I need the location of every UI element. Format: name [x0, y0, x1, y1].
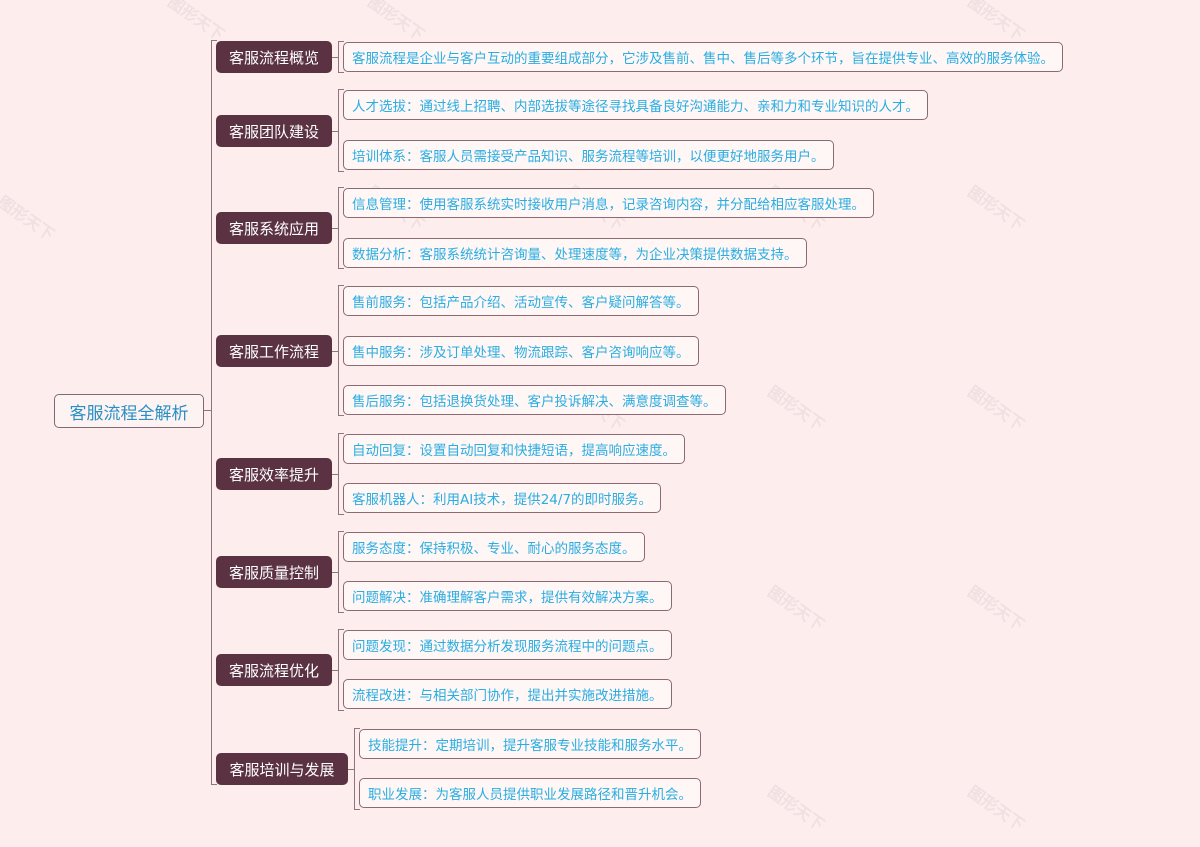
branch-efficiency[interactable]: 客服效率提升	[216, 458, 332, 490]
leaf-node[interactable]: 售中服务：涉及订单处理、物流跟踪、客户咨询响应等。	[343, 336, 699, 366]
branch-bracket	[354, 728, 360, 810]
branch-bracket	[338, 285, 344, 416]
leaf-node[interactable]: 数据分析：客服系统统计咨询量、处理速度等，为企业决策提供数据支持。	[343, 238, 807, 268]
leaf-node[interactable]: 问题解决：准确理解客户需求，提供有效解决方案。	[343, 581, 672, 611]
connector	[332, 131, 338, 132]
connector	[332, 228, 338, 229]
watermark: 图形天下	[764, 782, 828, 835]
connector	[332, 351, 338, 352]
branch-bracket	[338, 629, 344, 711]
branch-training-development[interactable]: 客服培训与发展	[216, 753, 348, 785]
leaf-node[interactable]: 职业发展：为客服人员提供职业发展路径和晋升机会。	[359, 778, 701, 808]
root-bracket	[211, 40, 217, 785]
connector	[204, 410, 212, 411]
connector	[332, 670, 338, 671]
branch-bracket	[338, 89, 344, 172]
leaf-node[interactable]: 客服机器人：利用AI技术，提供24/7的即时服务。	[343, 483, 662, 513]
leaf-node[interactable]: 培训体系：客服人员需接受产品知识、服务流程等培训，以便更好地服务用户。	[343, 140, 834, 170]
connector	[332, 572, 338, 573]
leaf-node[interactable]: 流程改进：与相关部门协作，提出并实施改进措施。	[343, 679, 672, 709]
branch-system-application[interactable]: 客服系统应用	[216, 212, 332, 244]
connector	[348, 769, 354, 770]
watermark: 图形天下	[764, 382, 828, 435]
leaf-node[interactable]: 技能提升：定期培训，提升客服专业技能和服务水平。	[359, 729, 701, 759]
root-topic[interactable]: 客服流程全解析	[54, 394, 204, 428]
connector	[332, 474, 338, 475]
leaf-node[interactable]: 信息管理：使用客服系统实时接收用户消息，记录咨询内容，并分配给相应客服处理。	[343, 188, 874, 218]
leaf-node[interactable]: 问题发现：通过数据分析发现服务流程中的问题点。	[343, 630, 672, 660]
watermark: 图形天下	[164, 0, 228, 45]
branch-bracket	[338, 187, 344, 269]
leaf-node[interactable]: 客服流程是企业与客户互动的重要组成部分，它涉及售前、售中、售后等多个环节，旨在提…	[343, 42, 1063, 72]
leaf-node[interactable]: 服务态度：保持积极、专业、耐心的服务态度。	[343, 532, 645, 562]
branch-quality-control[interactable]: 客服质量控制	[216, 556, 332, 588]
watermark: 图形天下	[964, 582, 1028, 635]
leaf-node[interactable]: 人才选拔：通过线上招聘、内部选拔等途径寻找具备良好沟通能力、亲和力和专业知识的人…	[343, 90, 928, 120]
watermark: 图形天下	[964, 782, 1028, 835]
branch-process-optimization[interactable]: 客服流程优化	[216, 654, 332, 686]
leaf-node[interactable]: 自动回复：设置自动回复和快捷短语，提高响应速度。	[343, 434, 685, 464]
leaf-node[interactable]: 售前服务：包括产品介绍、活动宣传、客户疑问解答等。	[343, 286, 699, 316]
watermark: 图形天下	[964, 0, 1028, 45]
branch-bracket	[338, 433, 344, 515]
branch-bracket	[338, 531, 344, 613]
connector	[332, 57, 338, 58]
watermark: 图形天下	[0, 192, 58, 245]
branch-bracket	[338, 41, 344, 73]
branch-team-building[interactable]: 客服团队建设	[216, 115, 332, 147]
watermark: 图形天下	[964, 182, 1028, 235]
watermark: 图形天下	[964, 382, 1028, 435]
watermark: 图形天下	[764, 582, 828, 635]
branch-overview[interactable]: 客服流程概览	[216, 41, 332, 73]
leaf-node[interactable]: 售后服务：包括退换货处理、客户投诉解决、满意度调查等。	[343, 385, 726, 415]
branch-workflow[interactable]: 客服工作流程	[216, 335, 332, 367]
watermark: 图形天下	[364, 0, 428, 45]
